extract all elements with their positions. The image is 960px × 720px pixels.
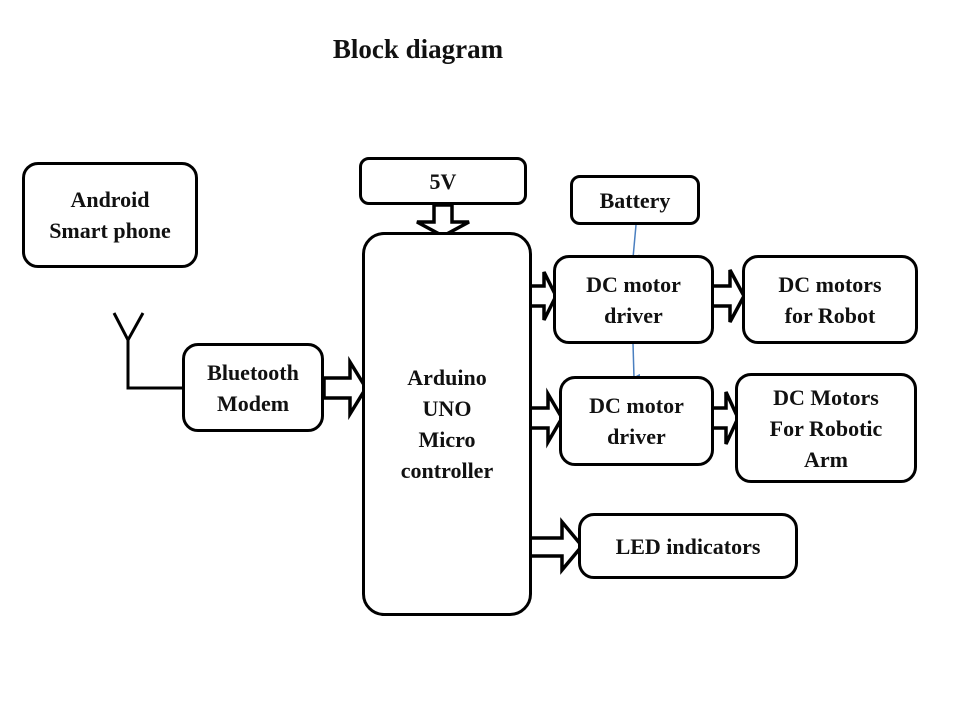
battery-label: Battery — [599, 187, 671, 213]
arrow-5v-to-arduino — [416, 203, 470, 238]
dc-motor-driver-2-label: DC motor driver — [589, 393, 684, 449]
bluetooth-modem-label: Bluetooth Modem — [207, 359, 299, 416]
android-smartphone-label: Android Smart phone — [49, 187, 171, 243]
dc-motors-arm-label: DC Motors For Robotic Arm — [769, 384, 883, 472]
led-indicators-label: LED indicators — [615, 533, 761, 559]
arrow-driver1-to-motors-robot — [710, 269, 746, 323]
dc-motors-robot-label: DC motors for Robot — [778, 271, 882, 328]
arrow-driver2-to-motors-arm — [710, 391, 740, 445]
dc-motors-robot-block: DC motors for Robot — [742, 255, 918, 344]
power-5v-block: 5V — [359, 157, 527, 205]
arrow-arduino-to-driver2 — [528, 387, 565, 449]
power-5v-label: 5V — [429, 168, 457, 194]
arrow-driver1-to-driver2 — [632, 342, 641, 382]
arduino-uno-label: Arduino UNO Micro controller — [400, 365, 494, 483]
dc-motor-driver-1-block: DC motor driver — [553, 255, 714, 344]
battery-block: Battery — [570, 175, 700, 225]
android-smartphone-block: Android Smart phone — [22, 162, 198, 268]
arrow-arduino-to-led — [528, 517, 585, 575]
bluetooth-modem-block: Bluetooth Modem — [182, 343, 324, 432]
arrow-battery-to-driver1 — [631, 224, 640, 263]
dc-motor-driver-2-block: DC motor driver — [559, 376, 714, 466]
dc-motor-driver-1-label: DC motor driver — [586, 271, 681, 328]
arrow-bluetooth-to-arduino — [322, 355, 369, 421]
arduino-uno-block: Arduino UNO Micro controller — [362, 232, 532, 616]
dc-motors-arm-block: DC Motors For Robotic Arm — [735, 373, 917, 483]
arrow-arduino-to-driver1 — [528, 271, 558, 321]
diagram-title: Block diagram — [332, 34, 504, 64]
led-indicators-block: LED indicators — [578, 513, 798, 579]
antenna-icon — [112, 312, 184, 390]
